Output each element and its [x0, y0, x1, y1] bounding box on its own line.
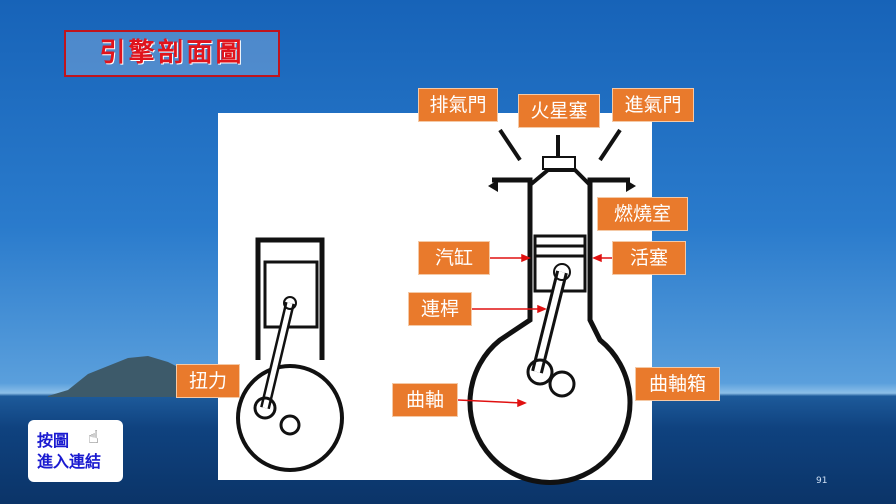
label-crankcase: 曲軸箱 [635, 367, 720, 401]
label-piston: 活塞 [612, 241, 686, 275]
page-number: 91 [816, 476, 828, 486]
label-torque: 扭力 [176, 364, 240, 398]
label-spark-plug: 火星塞 [518, 94, 600, 128]
label-connecting-rod: 連桿 [408, 292, 472, 326]
label-cylinder: 汽缸 [418, 241, 490, 275]
label-combustion-chamber: 燃燒室 [597, 197, 688, 231]
hand-pointer-icon: ☝ [88, 427, 99, 448]
label-exhaust-valve: 排氣門 [418, 88, 498, 122]
label-crankshaft: 曲軸 [392, 383, 458, 417]
label-intake-valve: 進氣門 [612, 88, 694, 122]
open-link-button[interactable]: 按圖 進入連結 ☝ [28, 420, 123, 482]
island-silhouette [48, 356, 208, 397]
link-button-line1: 按圖 [37, 431, 70, 450]
page-title: 引擎剖面圖 [64, 30, 280, 77]
link-button-line2: 進入連結 [37, 452, 102, 471]
